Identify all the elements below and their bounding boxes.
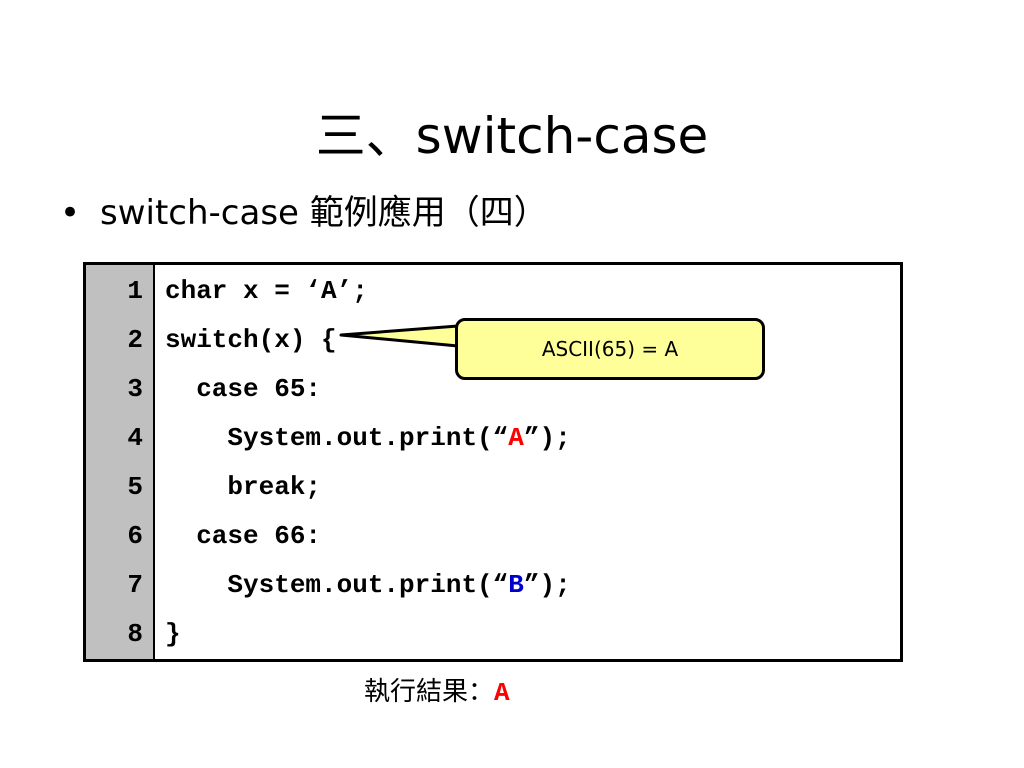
code-text: char x = ‘A’; [165,267,368,316]
line-number-gutter [86,265,155,659]
code-text: System.out.print(“A”); [165,414,571,463]
code-text: } [165,610,181,659]
callout-pointer-shape [339,324,460,348]
bullet-text: switch-case 範例應用（四） [100,193,548,233]
line-number: 5 [127,472,143,502]
callout-text: ASCII(65) = A [541,337,679,361]
line-number: 4 [127,423,143,453]
code-text: System.out.print(“B”); [165,561,571,610]
code-segment: System.out.print(“ [165,570,509,600]
execution-result: 執行結果：A [364,670,510,715]
code-segment: break; [165,472,322,502]
line-number: 2 [127,325,143,355]
line-number: 1 [127,276,143,306]
line-number: 3 [127,374,143,404]
line-number: 7 [127,570,143,600]
code-segment: System.out.print(“ [165,423,509,453]
code-segment: case 65: [165,374,322,404]
string-literal-b: B [508,570,524,600]
code-segment: switch(x) { [165,325,337,355]
code-segment: ”); [523,570,571,600]
slide-title: 三、switch-case [315,107,709,165]
code-segment: ”); [523,423,571,453]
bullet-item: • switch-case 範例應用（四） [60,187,548,239]
line-number: 6 [127,521,143,551]
string-literal-a: A [508,423,524,453]
callout-bubble: ASCII(65) = A [455,318,765,380]
bullet-dot-icon: • [60,193,81,233]
code-text: case 65: [165,365,321,414]
code-segment: } [165,619,181,649]
result-value: A [494,678,510,708]
code-text: break; [165,463,321,512]
code-segment: char x = ‘A’; [165,276,368,306]
line-number: 8 [127,619,143,649]
code-text: case 66: [165,512,321,561]
code-text: switch(x) { [165,316,337,365]
code-segment: case 66: [165,521,322,551]
result-label: 執行結果： [364,677,495,707]
